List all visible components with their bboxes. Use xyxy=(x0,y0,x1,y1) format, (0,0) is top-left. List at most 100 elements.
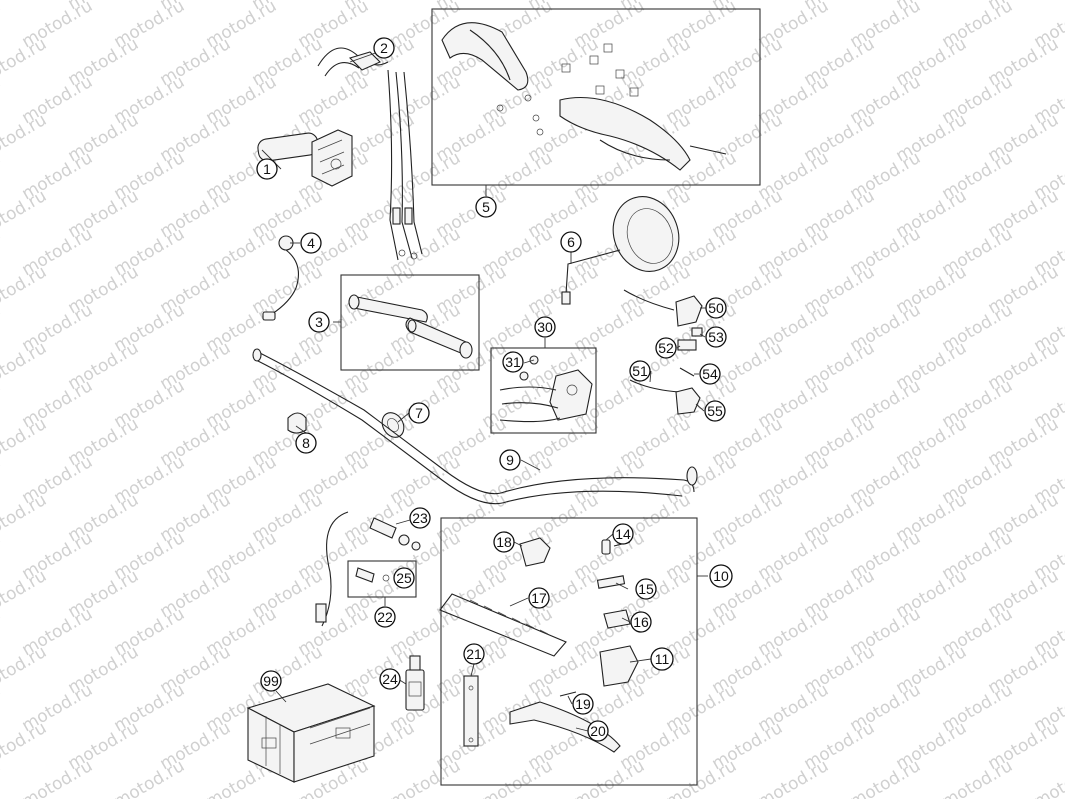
callout-label: 99 xyxy=(263,673,279,689)
callout-1: 1 xyxy=(256,158,278,180)
watermark-text: motod.ru xyxy=(0,566,50,622)
watermark-text: motod.ru xyxy=(0,680,4,736)
watermark-text: motod.ru xyxy=(0,72,4,128)
callout-label: 1 xyxy=(263,161,271,177)
callout-99: 99 xyxy=(260,670,282,692)
callout-label: 10 xyxy=(713,568,729,584)
part-clamp xyxy=(287,412,307,434)
callout-layer: 1 2 3 4 5 6 7 8 9 10 11 14 15 16 17 18 1… xyxy=(256,37,733,742)
callout-label: 7 xyxy=(415,405,423,421)
callout-6: 6 xyxy=(560,231,582,253)
callout-51: 51 xyxy=(629,360,651,382)
callout-21: 21 xyxy=(463,643,485,665)
part-handguards xyxy=(441,22,727,171)
callout-label: 17 xyxy=(531,590,547,606)
callout-label: 8 xyxy=(302,435,310,451)
watermark-text: motod.ru xyxy=(0,300,4,356)
watermark-text: motod.ru xyxy=(19,756,97,799)
callout-label: 53 xyxy=(708,329,724,345)
callout-22: 22 xyxy=(374,606,396,628)
part-fluid-bottle xyxy=(405,655,425,711)
callout-label: 15 xyxy=(638,581,654,597)
watermark-text: motod.ru xyxy=(0,718,50,774)
callout-label: 2 xyxy=(380,40,388,56)
callout-9: 9 xyxy=(499,449,521,471)
watermark-text: motod.ru xyxy=(0,148,4,204)
watermark-text: motod.ru xyxy=(571,756,649,799)
callout-23: 23 xyxy=(409,507,431,529)
group-box-25 xyxy=(347,560,417,598)
watermark-text: motod.ru xyxy=(0,186,50,242)
callout-3: 3 xyxy=(308,311,330,333)
callout-label: 6 xyxy=(567,234,575,250)
part-switch-components xyxy=(623,289,703,415)
part-throttle-grip xyxy=(257,129,353,187)
watermark-text: motod.ru xyxy=(0,110,50,166)
callout-16: 16 xyxy=(630,611,652,633)
watermark-text: motod.ru xyxy=(663,756,741,799)
group-box-5 xyxy=(431,8,761,186)
watermark-text: motod.ru xyxy=(479,756,557,799)
callout-label: 22 xyxy=(377,609,393,625)
callout-label: 20 xyxy=(590,723,606,739)
callout-label: 3 xyxy=(315,314,323,330)
part-grips xyxy=(348,294,473,359)
callout-label: 25 xyxy=(396,570,412,586)
callout-label: 54 xyxy=(702,366,718,382)
callout-label: 14 xyxy=(615,526,631,542)
part-mirror xyxy=(561,196,680,305)
callout-30: 30 xyxy=(534,316,556,338)
watermark-text: motod.ru xyxy=(387,756,465,799)
callout-label: 11 xyxy=(655,651,670,667)
callout-25: 25 xyxy=(393,567,415,589)
part-sensor-cable xyxy=(262,235,299,321)
watermark-text: motod.ru xyxy=(0,0,4,52)
watermark-text: motod.ru xyxy=(847,756,925,799)
callout-8: 8 xyxy=(295,432,317,454)
watermark-text: motod.ru xyxy=(0,642,50,698)
callout-label: 4 xyxy=(307,235,315,251)
watermark-text: motod.ru xyxy=(0,262,50,318)
callout-label: 55 xyxy=(707,403,723,419)
watermark-text: motod.ru xyxy=(0,490,50,546)
callout-11: 11 xyxy=(650,647,674,671)
callout-label: 9 xyxy=(506,452,514,468)
callout-label: 30 xyxy=(537,319,553,335)
watermark-text: motod.ru xyxy=(0,528,4,584)
part-left-switch xyxy=(499,355,593,423)
callout-20: 20 xyxy=(587,720,609,742)
callout-label: 31 xyxy=(505,354,521,370)
callout-55: 55 xyxy=(704,400,726,422)
callout-label: 24 xyxy=(382,671,398,687)
callout-4: 4 xyxy=(300,232,322,254)
callout-label: 50 xyxy=(708,300,724,316)
callout-label: 18 xyxy=(496,534,512,550)
watermark-text: motod.ru xyxy=(0,338,50,394)
group-box-10 xyxy=(440,517,698,786)
callout-53: 53 xyxy=(705,326,727,348)
callout-2: 2 xyxy=(373,37,395,59)
watermark-text: motod.ru xyxy=(111,756,189,799)
callout-15: 15 xyxy=(635,578,657,600)
watermark-text: motod.ru xyxy=(0,224,4,280)
part-clutch-cable xyxy=(315,511,421,627)
callout-18: 18 xyxy=(493,531,515,553)
watermark-text: motod.ru xyxy=(939,756,1017,799)
watermark-text: motod.ru xyxy=(0,414,50,470)
part-tool-case xyxy=(246,683,376,783)
watermark-text: motod.ru xyxy=(0,452,4,508)
callout-17: 17 xyxy=(528,587,550,609)
watermark-text: motod.ru xyxy=(0,376,4,432)
part-clutch-lever-kit xyxy=(439,537,639,753)
part-throttle-cables xyxy=(317,47,423,261)
callout-54: 54 xyxy=(699,363,721,385)
callout-label: 51 xyxy=(632,363,648,379)
watermark-text: motod.ru xyxy=(0,34,50,90)
callout-7: 7 xyxy=(408,402,430,424)
callout-19: 19 xyxy=(572,693,594,715)
callout-31: 31 xyxy=(502,351,524,373)
callout-label: 21 xyxy=(466,646,482,662)
callout-52: 52 xyxy=(655,337,677,359)
callout-label: 52 xyxy=(658,340,674,356)
